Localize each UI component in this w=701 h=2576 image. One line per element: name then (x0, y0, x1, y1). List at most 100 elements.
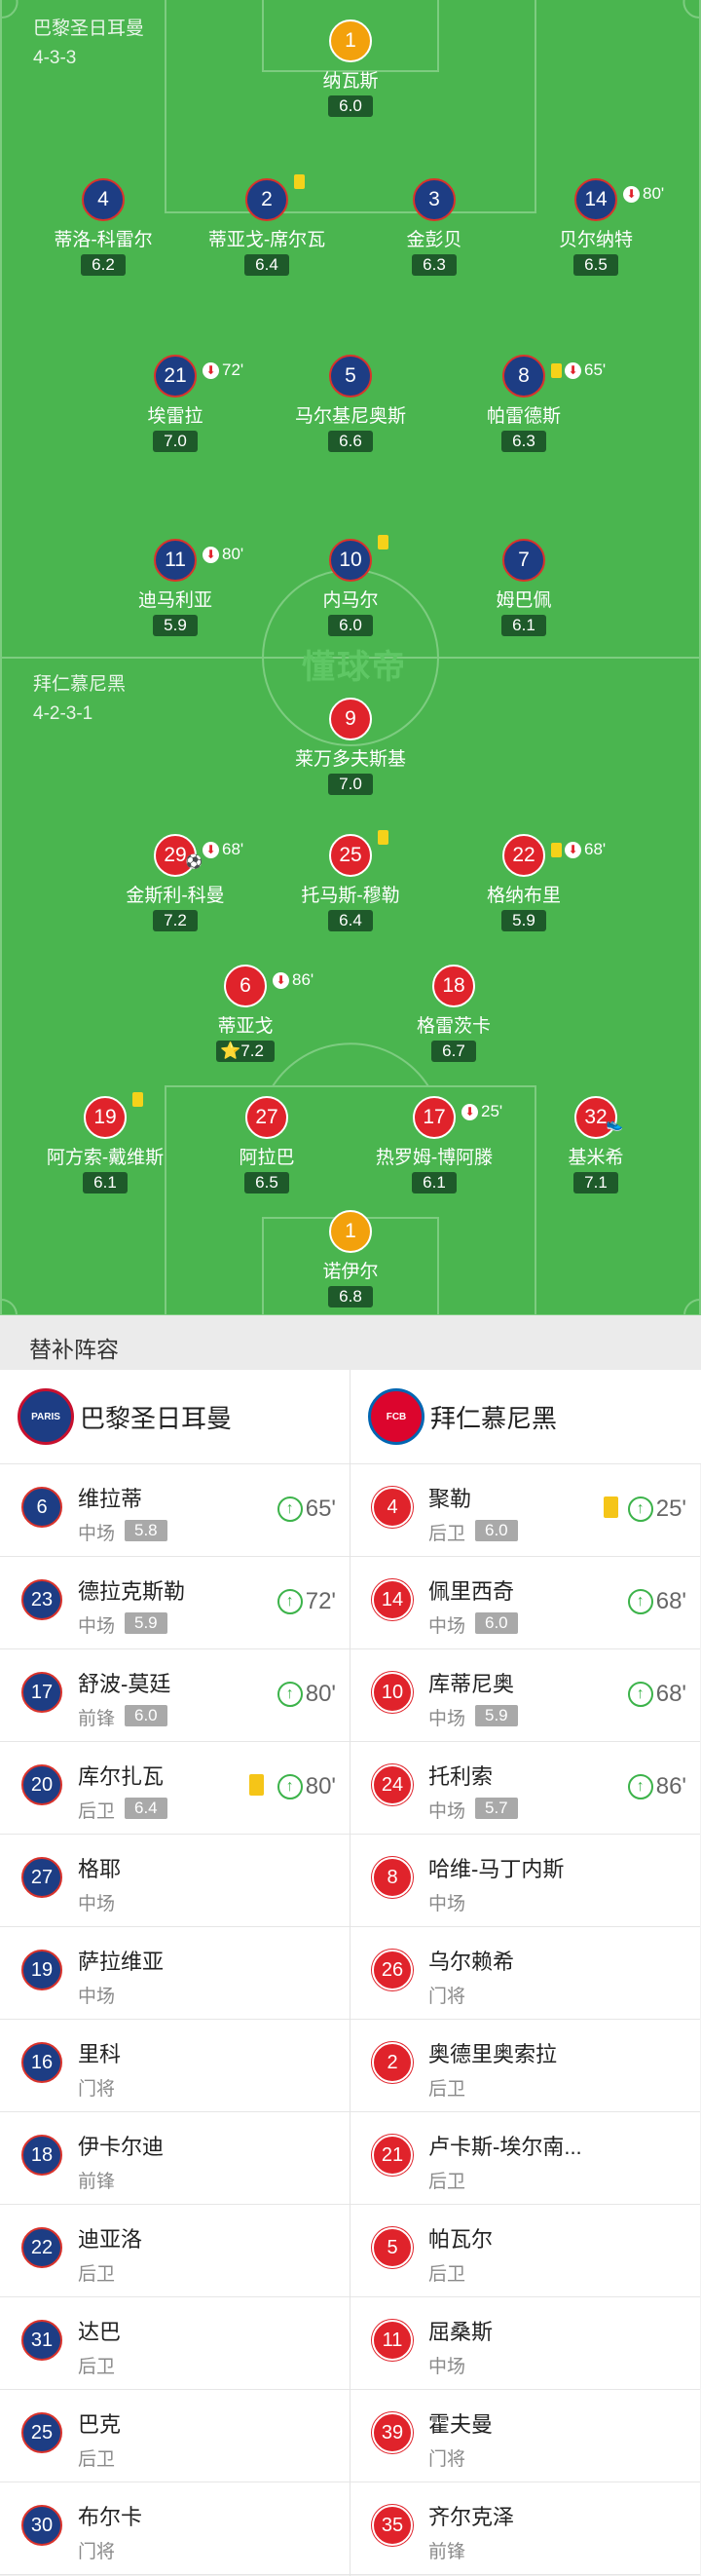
sub-number: 10 (372, 1672, 413, 1713)
player-away-ram[interactable]: 22 ⬇68' 格纳布里 5.9 (436, 834, 611, 931)
sub-out-minute: 80' (222, 545, 244, 563)
sub-position: 中场 (428, 1616, 466, 1637)
sub-name: 萨拉维亚 (78, 1950, 165, 1974)
jersey-number: 5 (329, 355, 372, 398)
sub-name: 帕瓦尔 (428, 2227, 494, 2252)
player-away-dm1[interactable]: 6 ⬇86' 蒂亚戈 ⭐7.2 (158, 965, 333, 1062)
player-home-rw[interactable]: 7 姆巴佩 6.1 (436, 539, 611, 636)
sub-name: 乌尔赖希 (428, 1950, 515, 1974)
player-home-cm2[interactable]: 5 马尔基尼奥斯 6.6 (263, 355, 438, 452)
sub-number: 30 (21, 2505, 62, 2546)
sub-number: 35 (372, 2505, 413, 2546)
player-home-cm1[interactable]: 21 ⬇72' 埃雷拉 7.0 (88, 355, 263, 452)
player-home-gk[interactable]: 1 纳瓦斯 6.0 (263, 19, 438, 117)
player-home-cm3[interactable]: 8 ⬇65' 帕雷德斯 6.3 (436, 355, 611, 452)
sub-in-minute: 80' (305, 1773, 336, 1799)
sub-rating: 6.0 (125, 1705, 167, 1726)
yellow-card-icon (132, 1092, 143, 1107)
player-home-lb[interactable]: 4 蒂洛-科雷尔 6.2 (16, 178, 191, 276)
player-home-rb[interactable]: 14 ⬇80' 贝尔纳特 6.5 (508, 178, 683, 276)
player-away-dm2[interactable]: 18 格雷茨卡 6.7 (366, 965, 541, 1062)
sub-in: ↑72' (277, 1588, 336, 1615)
sub-name: 伊卡尔迪 (78, 2135, 165, 2159)
player-rating: 6.7 (431, 1041, 476, 1062)
sub-number: 14 (372, 1579, 413, 1620)
sub-in-arrow-icon: ↑ (277, 1682, 303, 1707)
sub-position: 中场 (78, 1894, 116, 1914)
player-rating: 6.5 (573, 254, 618, 276)
player-away-rb[interactable]: 32 👟 基米希 7.1 (508, 1096, 683, 1193)
player-rating: 6.2 (81, 254, 126, 276)
player-away-cb1[interactable]: 27 阿拉巴 6.5 (179, 1096, 354, 1193)
yellow-card-icon (551, 842, 562, 857)
sub-name: 库蒂尼奥 (428, 1672, 515, 1696)
player-home-cb1[interactable]: 2 蒂亚戈-席尔瓦 6.4 (179, 174, 354, 276)
jersey-number: 32 (584, 1106, 608, 1128)
player-name: 贝尔纳特 (558, 230, 633, 250)
sub-in: ↑65' (277, 1496, 336, 1523)
jersey-number: 27 (245, 1096, 288, 1139)
sub-position: 后卫 (78, 1801, 116, 1822)
sub-name: 屈桑斯 (428, 2320, 494, 2344)
player-name: 莱万多夫斯基 (294, 749, 406, 770)
player-name: 蒂亚戈 (217, 1016, 274, 1037)
assist-boot-icon: 👟 (606, 1116, 623, 1131)
player-away-lam[interactable]: 29 ⬇68' ⚽ 金斯利-科曼 7.2 (88, 834, 263, 931)
sub-name: 格耶 (78, 1857, 122, 1881)
player-rating: 6.8 (328, 1286, 373, 1307)
player-home-lw[interactable]: 11 ⬇80' 迪马利亚 5.9 (88, 539, 263, 636)
player-away-st[interactable]: 9 莱万多夫斯基 7.0 (263, 698, 438, 795)
sub-position: 后卫 (428, 2264, 466, 2285)
sub-in-minute: 86' (655, 1773, 686, 1799)
jersey-number: 7 (502, 539, 545, 582)
player-away-lb[interactable]: 19 阿方索-戴维斯 6.1 (18, 1092, 193, 1193)
sub-in: ↑68' (627, 1681, 686, 1708)
jersey-number: 29 (164, 844, 187, 866)
player-name: 金彭贝 (406, 230, 462, 250)
player-away-gk[interactable]: 1 诺伊尔 6.8 (263, 1210, 438, 1307)
player-name: 热罗姆-博阿滕 (375, 1148, 494, 1168)
sub-name: 迪亚洛 (78, 2227, 143, 2252)
player-rating: 6.3 (412, 254, 457, 276)
jersey-number: 11 (165, 549, 186, 571)
jersey-number: 25 (339, 844, 362, 866)
player-away-cam[interactable]: 25 托马斯-穆勒 6.4 (263, 830, 438, 931)
sub-number: 20 (21, 1764, 62, 1805)
jersey-number: 14 (584, 188, 608, 210)
sub-name: 卢卡斯-埃尔南... (428, 2135, 582, 2159)
player-rating: 5.9 (153, 615, 198, 636)
sub-in-arrow-icon: ↑ (277, 1589, 303, 1614)
watermark: 懂球帝 (302, 649, 407, 686)
sub-in: ↑86' (627, 1773, 686, 1800)
player-home-cb2[interactable]: 3 金彭贝 6.3 (347, 178, 522, 276)
player-name: 格纳布里 (486, 886, 561, 906)
player-away-cb2[interactable]: 17 ⬇25' 热罗姆-博阿滕 6.1 (347, 1096, 522, 1193)
player-home-st[interactable]: 10 内马尔 6.0 (263, 535, 438, 636)
sub-position: 门将 (428, 2449, 466, 2470)
sub-number: 21 (372, 2135, 413, 2176)
